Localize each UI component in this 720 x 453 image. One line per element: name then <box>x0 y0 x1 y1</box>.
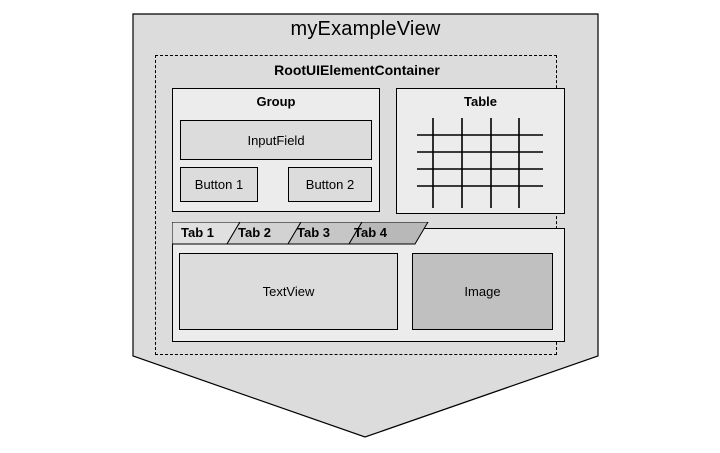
table-grid-icon <box>417 118 543 208</box>
tab-strip <box>172 222 429 245</box>
tab-item-1-label[interactable]: Tab 1 <box>181 225 214 240</box>
group-label: Group <box>256 94 296 109</box>
page-title: myExampleView <box>290 18 441 40</box>
text-view[interactable]: TextView <box>179 253 398 330</box>
tab-item-4-label[interactable]: Tab 4 <box>354 225 387 240</box>
button-1[interactable]: Button 1 <box>180 167 258 202</box>
input-field[interactable]: InputField <box>180 120 372 160</box>
tab-item-3-label[interactable]: Tab 3 <box>297 225 330 240</box>
tab-item-4 <box>348 222 429 245</box>
table-label: Table <box>464 94 497 109</box>
button-2[interactable]: Button 2 <box>288 167 372 202</box>
image-view[interactable]: Image <box>412 253 553 330</box>
root-container-label: RootUIElementContainer <box>274 62 440 78</box>
table-panel <box>396 88 565 214</box>
tab-item-2-label[interactable]: Tab 2 <box>238 225 271 240</box>
